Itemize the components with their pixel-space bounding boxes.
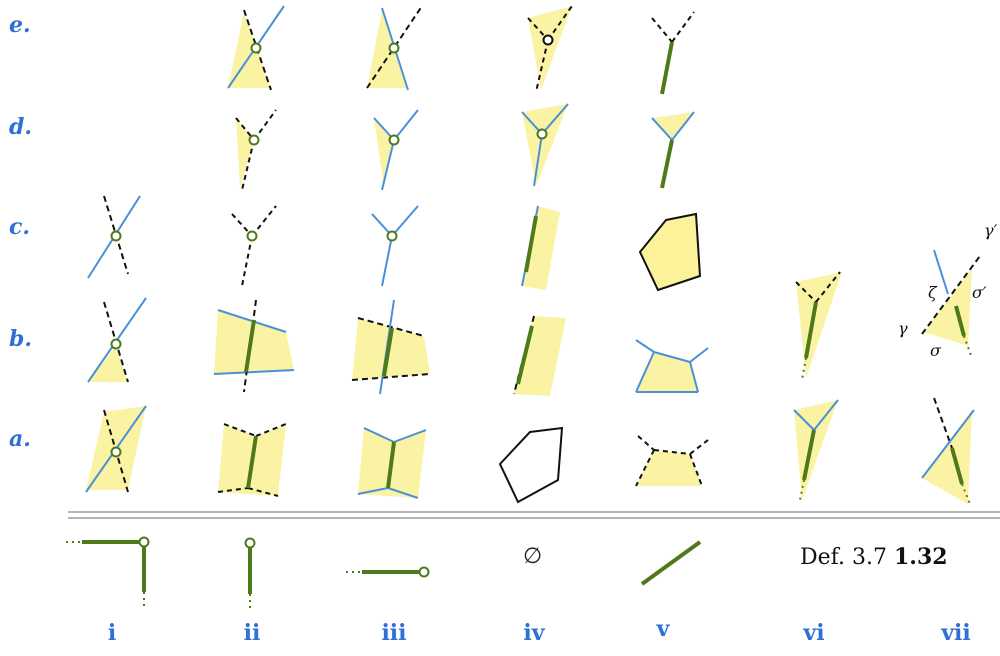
- definition-number: 1.32: [894, 544, 948, 570]
- column-label-i: i: [107, 620, 117, 646]
- column-label-iv: iv: [523, 620, 545, 646]
- cell-bottom-v: [640, 540, 702, 586]
- cell-b-iii: [351, 299, 431, 395]
- cell-a-vi: [793, 399, 839, 501]
- cell-c-iii: [371, 205, 419, 287]
- column-label-ii: ii: [243, 620, 261, 646]
- column-label-vi: vi: [803, 620, 825, 646]
- label-zeta: ζ: [928, 283, 938, 302]
- empty-set-symbol: ∅: [523, 544, 543, 569]
- cell-a-iv: [498, 426, 564, 504]
- row-label-c: c.: [9, 214, 31, 240]
- definition-reference: Def. 3.7 1.32: [800, 544, 948, 570]
- cell-a-vii: [921, 397, 975, 505]
- cell-b-vii: γ′ ζ σ′ γ σ: [898, 221, 998, 360]
- cell-e-iii: [366, 5, 423, 91]
- column-label-v: v: [656, 616, 670, 642]
- definition-text: Def. 3.7: [800, 545, 887, 570]
- row-label-d: d.: [9, 114, 33, 140]
- row-label-e: e.: [9, 12, 31, 38]
- label-gamma: γ: [898, 319, 908, 338]
- cell-c-iv: [521, 205, 560, 290]
- cell-e-ii: [227, 5, 285, 91]
- cell-d-v: [651, 111, 695, 189]
- cell-b-ii: [213, 299, 295, 393]
- cell-a-i: [85, 405, 147, 493]
- column-label-vii: vii: [941, 620, 971, 646]
- cell-c-ii: [231, 205, 277, 287]
- cell-bottom-i: [66, 536, 150, 610]
- cell-a-ii: [217, 423, 287, 497]
- cell-b-iv: [513, 315, 566, 396]
- cell-b-v: [635, 339, 709, 393]
- cell-c-i: [87, 195, 141, 279]
- cell-d-iii: [373, 109, 419, 191]
- label-gamma-prime: γ′: [984, 221, 998, 240]
- label-sigma: σ: [930, 341, 942, 360]
- cell-a-iii: [357, 427, 427, 499]
- cell-e-iv: [527, 5, 573, 93]
- cell-c-v: [638, 212, 702, 292]
- row-label-a: a.: [9, 426, 31, 452]
- separator-rule: [68, 511, 1000, 519]
- cell-d-ii: [235, 109, 277, 191]
- cell-bottom-ii: [244, 537, 256, 610]
- cell-bottom-iii: [346, 566, 430, 578]
- column-label-iii: iii: [381, 620, 407, 646]
- cell-b-i: [87, 297, 147, 383]
- cell-e-v: [651, 11, 695, 95]
- cell-b-vi: [795, 271, 842, 381]
- label-sigma-prime: σ′: [972, 283, 987, 302]
- row-label-b: b.: [9, 326, 33, 352]
- cell-d-iv: [521, 103, 569, 187]
- cell-a-v: [635, 435, 709, 487]
